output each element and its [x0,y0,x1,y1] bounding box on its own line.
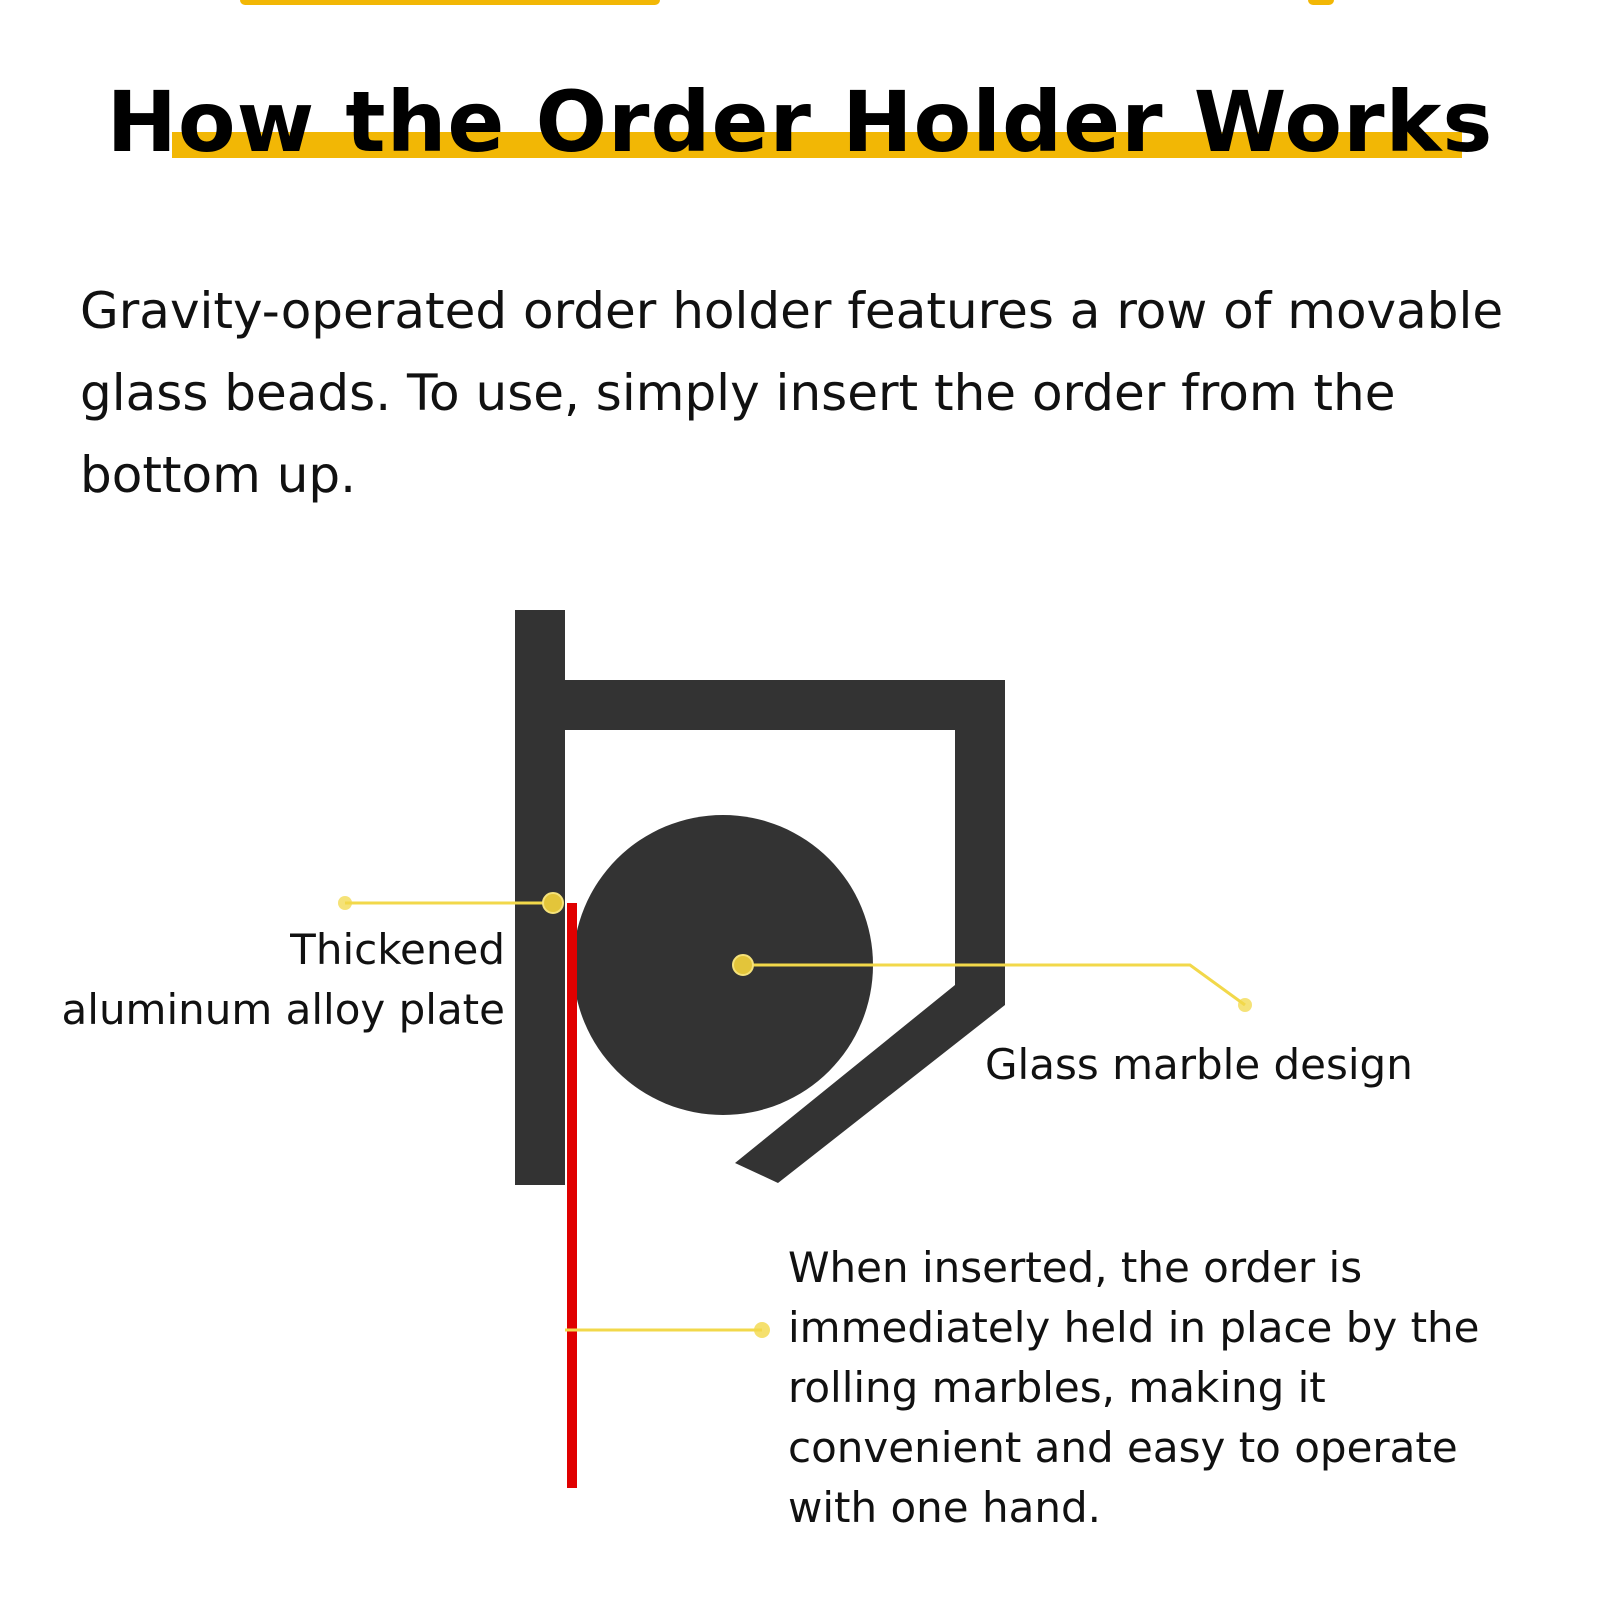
intro-text: Gravity-operated order holder features a… [80,282,1504,504]
callout-dot-plate-end [338,896,352,910]
label-plate: Thickened aluminum alloy plate [30,920,505,1040]
label-plate-line-2: aluminum alloy plate [61,985,505,1034]
callout-dot-marble-anchor [732,954,754,976]
label-order: When inserted, the order is immediately … [788,1243,1480,1532]
top-accent-bar-left [240,0,660,5]
callout-dot-plate-anchor [542,892,564,914]
label-marble: Glass marble design [985,1040,1413,1089]
aluminum-plate-frame [515,610,1005,1185]
callout-dot-order-end [754,1322,770,1338]
label-plate-line-1: Thickened [290,925,505,974]
top-accent-bar-right [1308,0,1334,5]
callout-dot-marble-end [1238,998,1252,1012]
title-container: How the Order Holder Works [0,72,1600,172]
page-title: How the Order Holder Works [106,73,1494,171]
order-paper [567,903,577,1488]
glass-marble [573,815,873,1115]
title-highlight [172,132,1462,158]
callout-line-marble [743,963,1246,1007]
